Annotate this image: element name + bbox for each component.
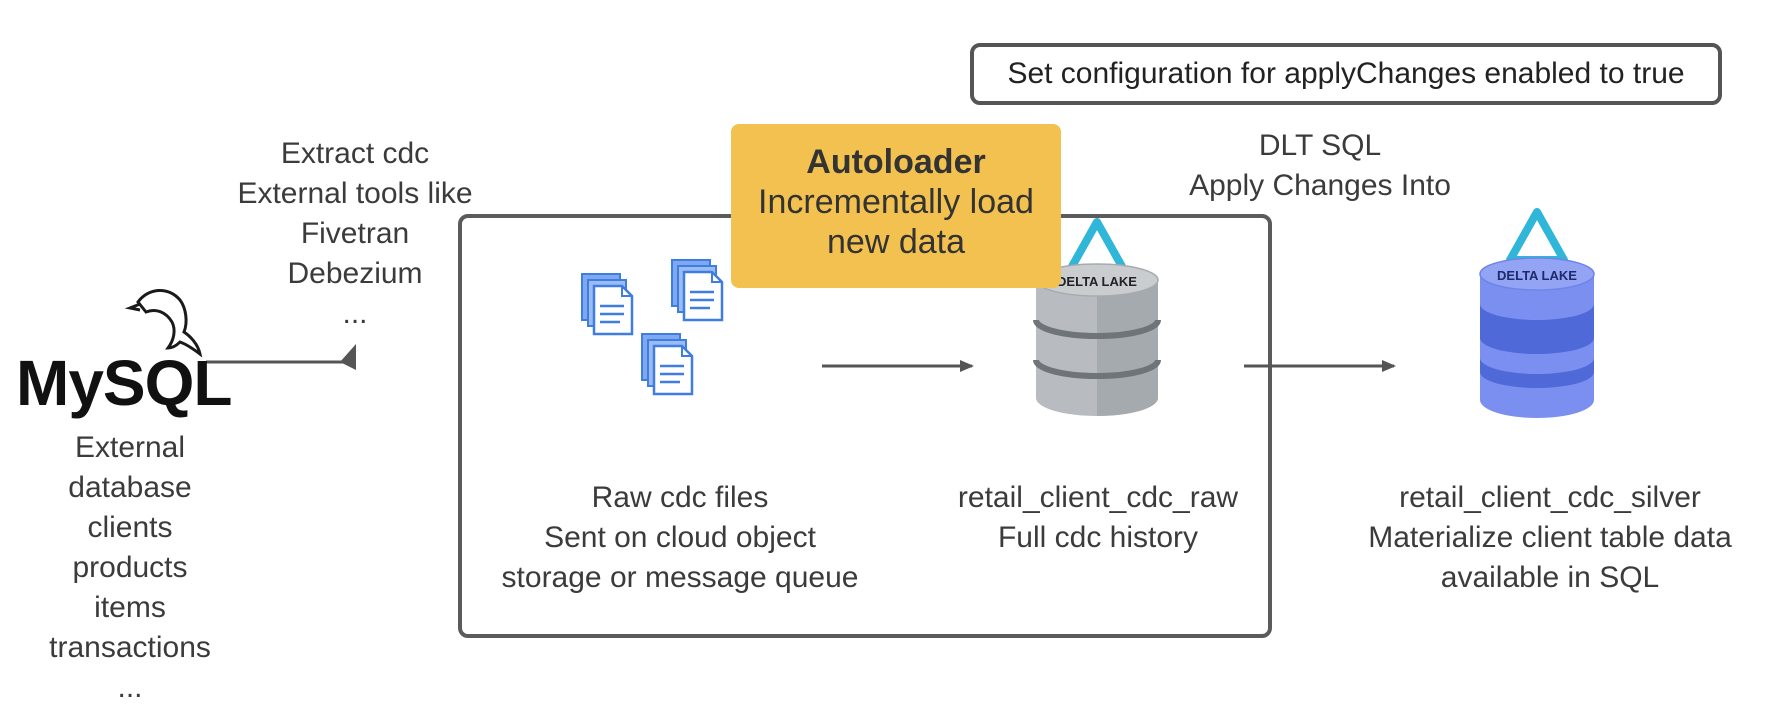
database-icon: DELTA LAKE xyxy=(1479,257,1595,418)
autoloader-box: Autoloader Incrementally load new data xyxy=(731,124,1061,288)
raw-table-label: retail_client_cdc_raw Full cdc history xyxy=(957,481,1239,554)
document-icon xyxy=(671,259,724,322)
dolphin-icon xyxy=(124,289,203,358)
arrow-head-extract xyxy=(340,344,356,370)
document-icon xyxy=(581,273,634,336)
database-icon: DELTA LAKE xyxy=(1033,263,1161,416)
raw-db-logo-text: DELTA LAKE xyxy=(1057,274,1137,289)
extract-label: Extract cdc External tools like Fivetran… xyxy=(237,137,473,330)
autoloader-subtitle: Incrementally load new data xyxy=(758,183,1034,261)
mysql-logo-text: MySQL xyxy=(16,347,232,419)
source-description: External database clients products items… xyxy=(49,431,211,704)
autoloader-title: Autoloader xyxy=(806,143,986,181)
raw-files-label: Raw cdc files Sent on cloud object stora… xyxy=(501,481,859,594)
config-note-text: Set configuration for applyChanges enabl… xyxy=(1007,57,1685,90)
silver-table-label: retail_client_cdc_silver Materialize cli… xyxy=(1368,481,1732,594)
dlt-label: DLT SQL Apply Changes Into xyxy=(1189,129,1451,202)
silver-db-logo-text: DELTA LAKE xyxy=(1497,268,1577,283)
config-note-box: Set configuration for applyChanges enabl… xyxy=(970,43,1722,105)
document-icon xyxy=(641,333,694,396)
